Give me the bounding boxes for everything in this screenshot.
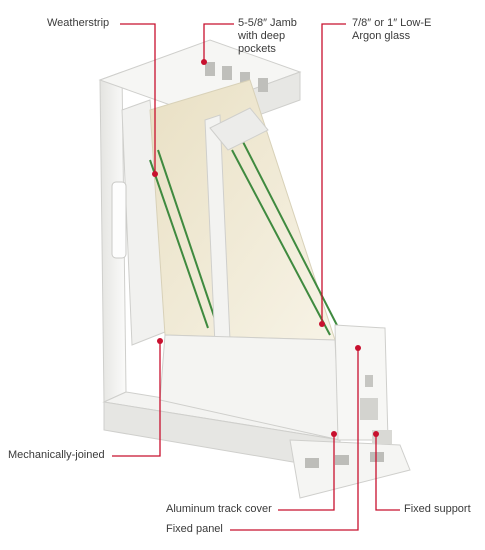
dot-mechanically-joined: [157, 338, 163, 344]
sash-handle: [111, 181, 127, 259]
callout-fixed-support: [375, 436, 400, 511]
support-notch-2: [360, 398, 378, 420]
sill-track-profile: [289, 439, 411, 499]
label-glass: 7/8″ or 1″ Low-E Argon glass: [352, 17, 432, 42]
label-weatherstrip: Weatherstrip: [47, 17, 110, 29]
label-fixed-panel: Fixed panel: [166, 523, 223, 535]
dot-jamb: [201, 59, 207, 65]
callout-aluminum-track: [278, 436, 335, 511]
jamb-pocket-1: [205, 62, 215, 76]
fixed-support-stile: [334, 324, 389, 441]
label-mechanically-joined: Mechanically-joined: [8, 449, 105, 461]
callout-fixed-panel: [230, 350, 359, 531]
support-notch-1: [365, 375, 373, 387]
label-aluminum-track-cover: Aluminum track cover: [166, 503, 272, 515]
glazing-profile-top: [209, 107, 269, 151]
glass-edge-2: [157, 149, 219, 329]
dot-aluminum-track: [331, 431, 337, 437]
dot-weatherstrip: [152, 171, 158, 177]
callout-dots: [152, 59, 379, 437]
callout-mechanically-joined: [112, 343, 161, 457]
jamb-pocket-4: [258, 78, 268, 92]
track-groove-2: [335, 455, 349, 465]
callout-jamb: [203, 23, 234, 60]
label-jamb: 5-5/8″ Jamb with deep pockets: [238, 17, 297, 55]
glass-edge-3: [231, 149, 331, 336]
glass-edge-1: [149, 159, 209, 329]
track-groove-1: [305, 458, 319, 468]
callout-lines: [112, 23, 400, 531]
track-groove-3: [370, 452, 384, 462]
jamb-pocket-3: [240, 72, 250, 86]
dot-fixed-panel: [355, 345, 361, 351]
jamb-pocket-2: [222, 66, 232, 80]
callout-glass: [321, 23, 346, 322]
dot-glass: [319, 321, 325, 327]
callout-weatherstrip: [120, 23, 156, 172]
dot-fixed-support: [373, 431, 379, 437]
label-fixed-support: Fixed support: [404, 503, 471, 515]
glass-edge-4: [241, 139, 343, 336]
